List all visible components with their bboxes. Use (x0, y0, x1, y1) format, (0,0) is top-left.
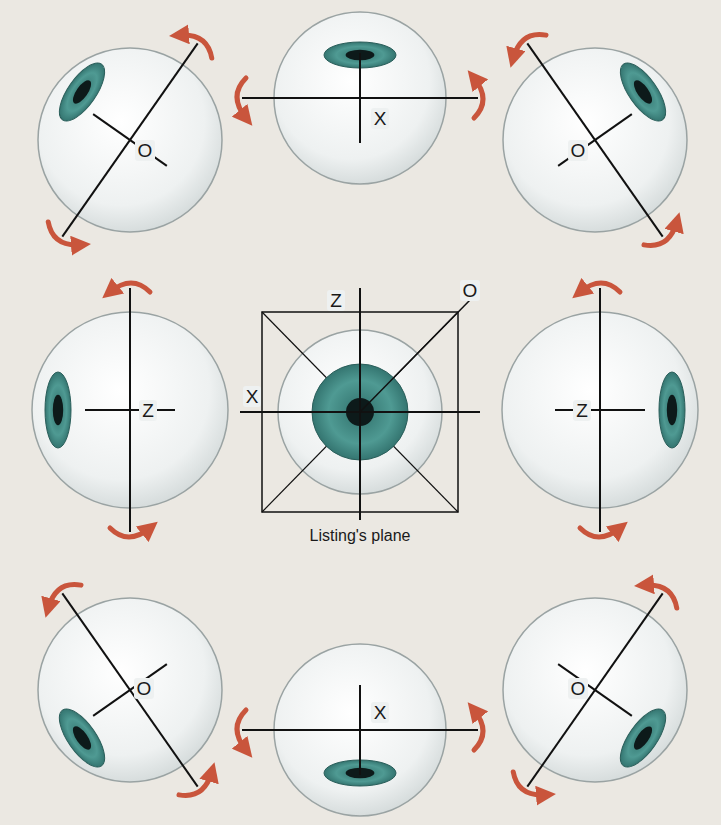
iris (45, 372, 71, 448)
axis-label: X (371, 702, 390, 723)
o-axis (360, 300, 470, 412)
rotation-arrow (474, 78, 483, 118)
iris-group (612, 56, 674, 128)
rotation-arrow (179, 35, 212, 58)
rotation-arrow (644, 222, 677, 246)
iris-group (659, 372, 685, 448)
cross-axis (359, 53, 361, 143)
eyeball (503, 598, 687, 782)
cross-axis (555, 409, 645, 411)
rotation-axis (62, 593, 197, 786)
rotation-axis (62, 43, 197, 236)
axis-label: O (568, 678, 589, 699)
pupil (70, 724, 95, 753)
iris-group (51, 702, 113, 774)
rotation-axis (527, 43, 662, 236)
rotation-arrow (237, 710, 246, 750)
axis-label: O (135, 140, 156, 161)
rotation-arrow (110, 283, 150, 292)
z-axis (359, 288, 361, 520)
iris-group (51, 56, 113, 128)
iris (51, 56, 113, 128)
iris (51, 702, 113, 774)
rotation-arrow (110, 528, 150, 537)
pupil (631, 724, 656, 753)
eyeball (38, 598, 222, 782)
axis-label: O (460, 280, 481, 301)
cross-axis (85, 409, 175, 411)
rotation-arrow (474, 710, 483, 750)
rotation-arrow (237, 78, 246, 118)
eyeball (38, 48, 222, 232)
rotation-axis (527, 593, 662, 786)
cross-axis (558, 664, 632, 716)
cross-axis (359, 685, 361, 775)
axis-label: X (243, 386, 262, 407)
iris-group (45, 372, 71, 448)
axis-label: O (134, 678, 155, 699)
pupil (667, 395, 677, 425)
cross-axis (93, 664, 167, 716)
rotation-arrow (48, 585, 81, 609)
iris (612, 56, 674, 128)
rotation-arrow (179, 772, 212, 796)
axis-label: X (371, 108, 390, 129)
rotation-arrow (48, 222, 81, 245)
iris-group (612, 702, 674, 774)
axis-label: Z (327, 290, 345, 311)
iris (612, 702, 674, 774)
plane-caption: Listing's plane (307, 527, 414, 545)
pupil (631, 78, 656, 107)
rotation-arrow (513, 35, 546, 59)
axis-label: Z (139, 400, 157, 421)
iris (659, 372, 685, 448)
rotation-arrow (513, 772, 546, 795)
rotation-arrow (580, 528, 620, 537)
axis-label: Z (573, 400, 591, 421)
cross-axis (93, 114, 167, 166)
pupil (53, 395, 63, 425)
eyeball (503, 48, 687, 232)
cross-axis (558, 114, 632, 166)
rotation-arrow (644, 585, 677, 608)
axis-label: O (568, 140, 589, 161)
rotation-arrow (580, 283, 620, 292)
pupil (70, 78, 95, 107)
